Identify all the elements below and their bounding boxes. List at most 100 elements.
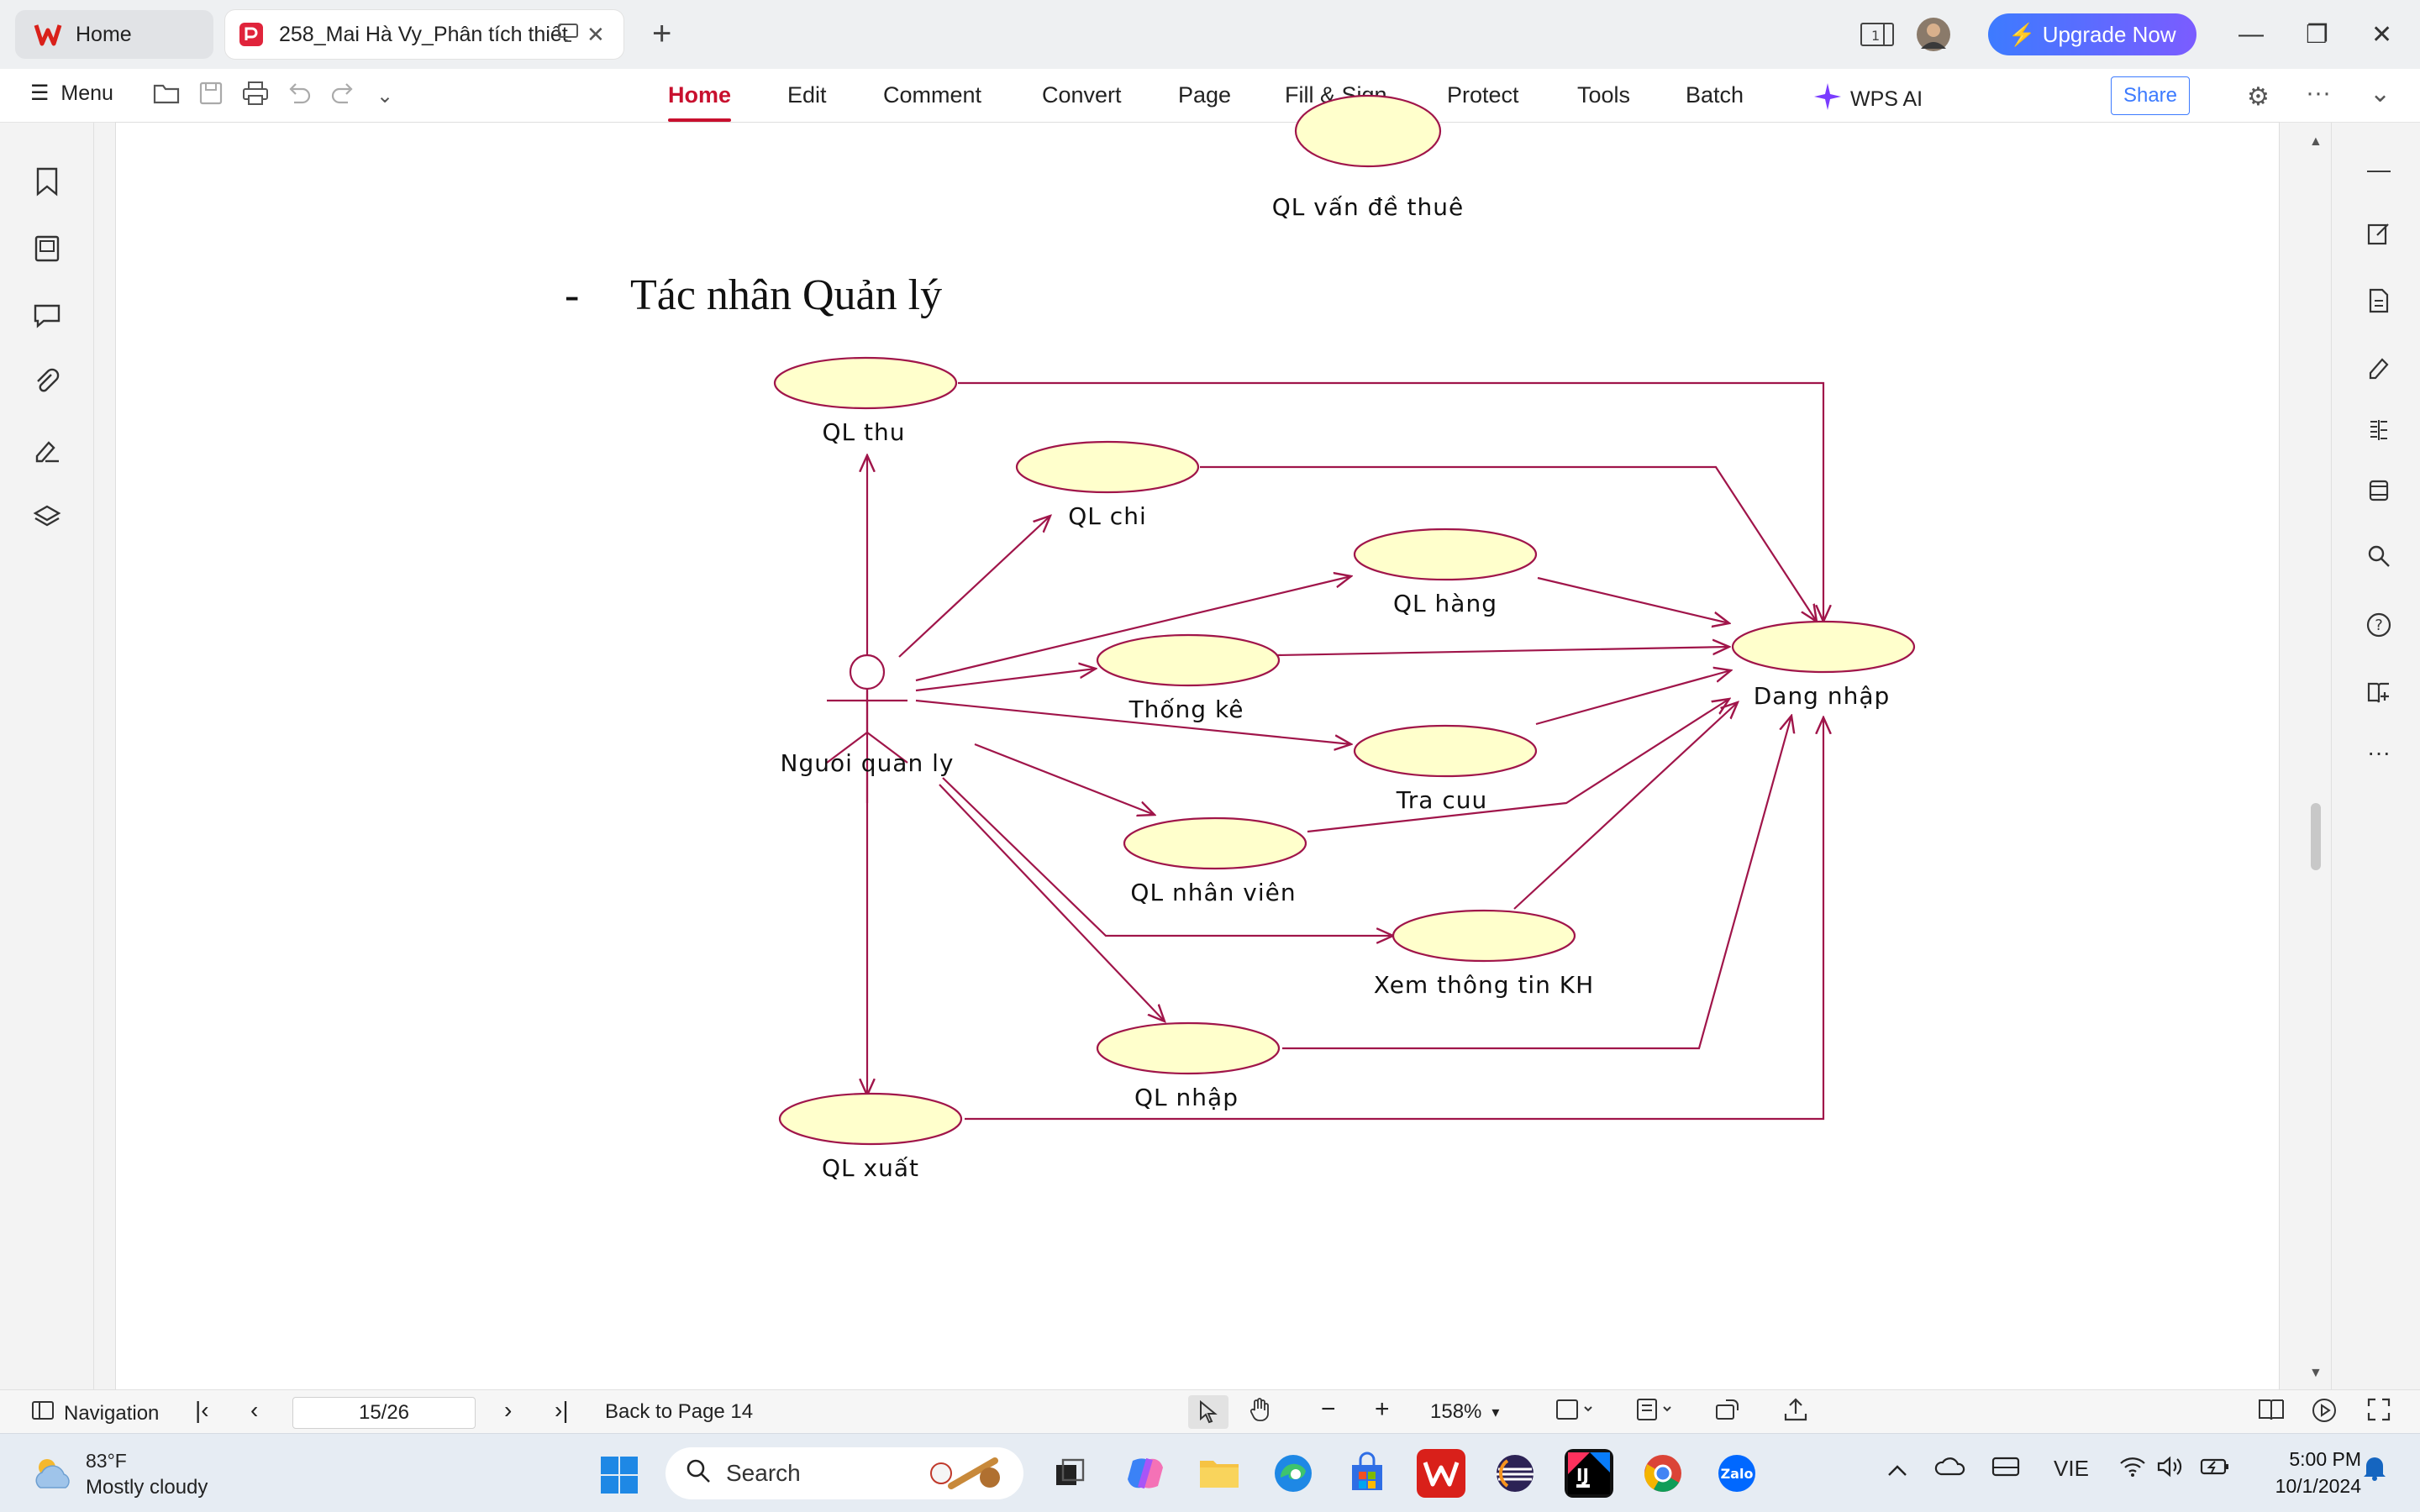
previous-page-icon[interactable]: ‹	[250, 1397, 259, 1423]
read-mode-icon[interactable]	[2257, 1397, 2286, 1422]
book-scan-icon[interactable]	[2362, 474, 2396, 507]
menu-button[interactable]: ☰ Menu	[30, 81, 113, 106]
search-icon[interactable]	[2362, 539, 2396, 573]
zalo-chat-icon[interactable]: Zalo	[1712, 1449, 1761, 1498]
upgrade-now-button[interactable]: ⚡ Upgrade Now	[1988, 13, 2196, 55]
rotate-page-icon[interactable]	[1714, 1397, 1741, 1422]
close-tab-icon[interactable]: ✕	[587, 21, 605, 47]
intellij-idea-icon[interactable]: IJ	[1565, 1449, 1613, 1498]
tab-comment[interactable]: Comment	[883, 82, 982, 108]
chevron-down-icon[interactable]: ⌄	[376, 85, 394, 108]
collapse-panel-icon[interactable]: —	[2367, 156, 2391, 182]
edge-browser-icon[interactable]	[1269, 1449, 1318, 1498]
onedrive-cloud-icon[interactable]	[1934, 1456, 1965, 1482]
zoom-in-icon[interactable]: +	[1375, 1395, 1390, 1423]
battery-charging-icon[interactable]	[2200, 1456, 2230, 1483]
share-button[interactable]: Share	[2111, 76, 2190, 115]
scroll-down-icon[interactable]: ▼	[2309, 1366, 2323, 1380]
edit-text-icon[interactable]	[2362, 217, 2396, 250]
volume-icon[interactable]	[2156, 1456, 2183, 1483]
navigation-label: Navigation	[64, 1401, 160, 1425]
minimize-icon[interactable]: —	[2238, 20, 2264, 48]
scroll-thumb[interactable]	[2311, 803, 2321, 870]
tab-page[interactable]: Page	[1178, 82, 1232, 108]
page-layout-icon[interactable]	[1635, 1397, 1676, 1422]
save-icon[interactable]	[198, 81, 224, 113]
chrome-browser-icon[interactable]	[1639, 1449, 1687, 1498]
tab-edit[interactable]: Edit	[787, 82, 827, 108]
tab-home[interactable]: Home	[15, 10, 213, 59]
tab-convert[interactable]: Convert	[1042, 82, 1122, 108]
eclipse-ide-icon[interactable]	[1491, 1449, 1539, 1498]
more-options-icon[interactable]: ···	[2306, 79, 2331, 107]
layers-icon[interactable]	[30, 501, 64, 534]
windows-start-icon[interactable]	[595, 1451, 644, 1499]
reading-mode-icon[interactable]	[2362, 675, 2396, 709]
task-view-icon[interactable]	[1045, 1449, 1094, 1498]
open-folder-icon[interactable]	[153, 81, 182, 113]
monitor-icon[interactable]	[558, 22, 578, 48]
document-convert-icon[interactable]	[2362, 284, 2396, 318]
fit-page-icon[interactable]	[1555, 1397, 1595, 1422]
tab-document[interactable]: 258_Mai Hà Vy_Phân tích thiết ✕	[225, 10, 623, 59]
svg-text:Zalo: Zalo	[1721, 1466, 1754, 1482]
compare-icon[interactable]	[2362, 413, 2396, 447]
avatar[interactable]	[1916, 12, 1951, 57]
tab-tools[interactable]: Tools	[1577, 82, 1631, 108]
hand-tool-icon[interactable]	[1249, 1397, 1272, 1422]
new-tab-button[interactable]: +	[652, 15, 672, 52]
redo-icon[interactable]	[329, 81, 356, 113]
ql-thu-to-login	[958, 381, 1823, 622]
language-indicator[interactable]: VIE	[2054, 1456, 2089, 1481]
help-icon[interactable]: ?	[2362, 608, 2396, 642]
lightning-icon: ⚡	[2008, 21, 2036, 47]
attachment-icon[interactable]	[30, 366, 64, 400]
collapse-ribbon-icon[interactable]: ⌄	[2370, 80, 2391, 108]
close-window-icon[interactable]: ✕	[2371, 20, 2393, 49]
fullscreen-icon[interactable]	[2366, 1397, 2391, 1422]
file-explorer-icon[interactable]	[1195, 1449, 1244, 1498]
first-page-icon[interactable]: |‹	[195, 1397, 209, 1423]
copilot-icon[interactable]	[1121, 1449, 1170, 1498]
page-view-icon[interactable]: 1	[1860, 12, 1894, 57]
wps-ai-button[interactable]: WPS AI	[1813, 82, 1923, 117]
restore-icon[interactable]: ❐	[2306, 20, 2328, 49]
taskbar-search[interactable]: Search	[666, 1447, 1023, 1499]
last-page-icon[interactable]: ›|	[555, 1397, 569, 1423]
show-hidden-icons-icon[interactable]	[1887, 1459, 1907, 1483]
tablet-mode-icon[interactable]	[1991, 1456, 2020, 1483]
signature-icon[interactable]	[30, 433, 64, 467]
settings-gear-icon[interactable]: ⚙	[2247, 83, 2270, 111]
play-slideshow-icon[interactable]	[2311, 1397, 2338, 1424]
zoom-dropdown[interactable]: 158% ▾	[1430, 1400, 1499, 1424]
windows-taskbar: 83°F Mostly cloudy Search IJ	[0, 1433, 2420, 1512]
wifi-icon[interactable]	[2119, 1456, 2146, 1483]
next-page-icon[interactable]: ›	[504, 1397, 513, 1423]
page-number-input[interactable]: 15/26	[292, 1397, 476, 1429]
vertical-scrollbar[interactable]: ▲ ▼	[2302, 123, 2331, 1389]
usecase-ql-nhap	[1096, 1021, 1281, 1075]
thumbnail-icon[interactable]	[30, 232, 64, 265]
undo-icon[interactable]	[286, 81, 313, 113]
zoom-out-icon[interactable]: −	[1321, 1395, 1336, 1423]
wps-office-taskbar-icon[interactable]	[1417, 1449, 1465, 1498]
scroll-up-icon[interactable]: ▲	[2309, 134, 2323, 149]
weather-widget[interactable]: 83°F Mostly cloudy	[29, 1447, 208, 1501]
bookmark-icon[interactable]	[30, 165, 64, 198]
system-clock[interactable]: 5:00 PM 10/1/2024	[2252, 1446, 2361, 1499]
notification-bell-icon[interactable]	[2363, 1454, 2386, 1487]
comment-icon[interactable]	[30, 299, 64, 333]
export-upload-icon[interactable]	[1783, 1397, 1808, 1422]
ql-xuat-to-login	[965, 717, 1823, 1121]
tab-protect[interactable]: Protect	[1447, 82, 1519, 108]
print-icon[interactable]	[242, 81, 269, 113]
pen-sign-icon[interactable]	[2362, 351, 2396, 385]
tab-batch[interactable]: Batch	[1686, 82, 1744, 108]
tab-home-ribbon[interactable]: Home	[668, 82, 732, 122]
weather-temperature: 83°F	[86, 1450, 127, 1472]
more-tools-icon[interactable]: ···	[2367, 739, 2391, 765]
navigation-toggle[interactable]: Navigation	[32, 1400, 159, 1426]
select-tool-icon[interactable]	[1188, 1395, 1228, 1429]
back-to-page-link[interactable]: Back to Page 14	[605, 1400, 754, 1423]
microsoft-store-icon[interactable]	[1343, 1449, 1392, 1498]
